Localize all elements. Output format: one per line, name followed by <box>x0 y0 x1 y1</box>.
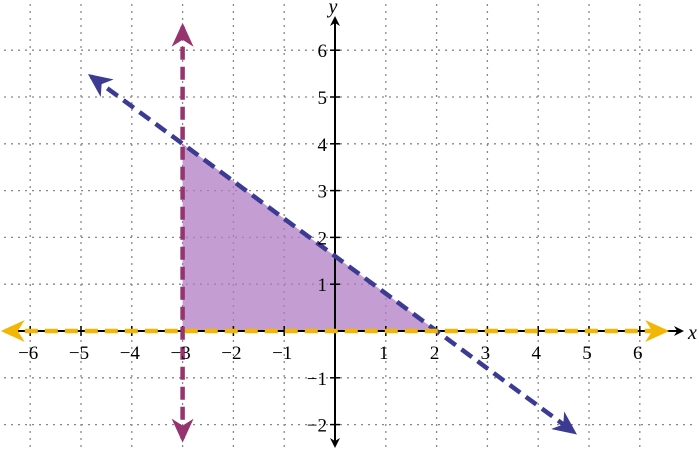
axes-layer <box>2 16 684 448</box>
x-tick-label: 6 <box>633 343 643 364</box>
x-tick-label: −5 <box>69 343 89 364</box>
y-tick-label: 4 <box>318 135 328 156</box>
x-tick-label: −4 <box>120 343 141 364</box>
y-tick-label: 5 <box>318 88 328 109</box>
y-tick-label: −1 <box>307 369 327 390</box>
boundary-line-0 <box>87 74 577 435</box>
y-tick-label: 3 <box>318 182 328 203</box>
y-tick-label: −2 <box>307 416 327 437</box>
x-tick-label: 3 <box>481 343 491 364</box>
y-tick-label: 2 <box>318 228 328 249</box>
y-tick-label: 1 <box>318 275 328 296</box>
x-tick-label: 5 <box>582 343 592 364</box>
lines-layer <box>0 22 670 443</box>
x-tick-label: 1 <box>379 343 389 364</box>
y-axis-label: y <box>327 0 338 18</box>
x-axis-label: x <box>687 322 697 344</box>
x-tick-label: −6 <box>18 343 38 364</box>
x-tick-label: 2 <box>430 343 440 364</box>
tick-labels-layer: −6 −5 −4 −3 −2 −1 1 2 3 4 5 6 −2 −1 1 2 3 4 5 6 x y <box>18 0 697 437</box>
x-tick-label: −3 <box>170 343 190 364</box>
y-tick-label: 6 <box>318 41 328 62</box>
x-tick-label: 4 <box>531 343 541 364</box>
grid-layer <box>4 4 695 448</box>
x-tick-label: −2 <box>221 343 241 364</box>
x-tick-label: −1 <box>272 343 292 364</box>
